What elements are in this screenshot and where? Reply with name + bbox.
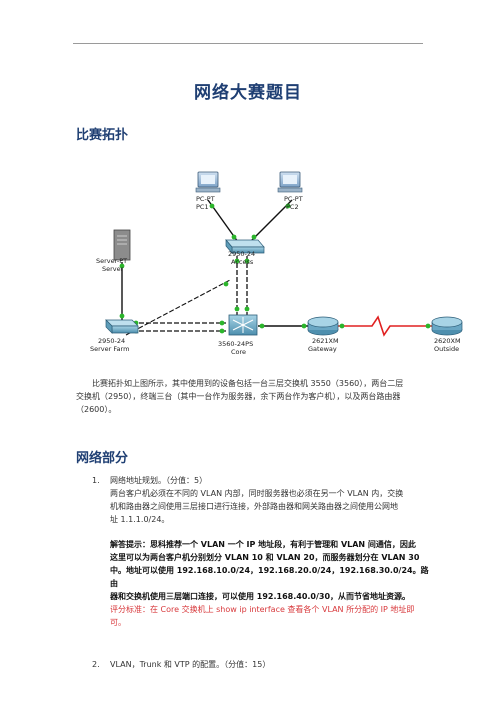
access-type-label: 2950-24 xyxy=(228,250,255,258)
outside-type-label: 2620XM xyxy=(434,337,461,345)
header-rule xyxy=(73,43,423,44)
core-type-label: 3560-24PS xyxy=(218,340,253,348)
pc1-type-label: PC-PT xyxy=(196,195,215,203)
q1-title: 网络地址规划。（分值：5） xyxy=(110,476,208,485)
link-access-core xyxy=(236,256,248,315)
q2-title: VLAN，Trunk 和 VTP 的配置。（分值：15） xyxy=(110,660,271,669)
pc2-icon xyxy=(277,171,303,193)
link-gateway-outside xyxy=(338,315,432,337)
pc1-name-label: PC1 xyxy=(196,203,209,211)
server-type-label: Server-PT xyxy=(96,257,127,265)
core-switch-icon xyxy=(228,314,258,336)
outside-name-label: Outside xyxy=(434,345,459,353)
q1-number: 1. xyxy=(92,476,100,485)
section-heading-topology: 比赛拓扑 xyxy=(76,128,129,143)
q2-number: 2. xyxy=(92,660,100,669)
gateway-name-label: Gateway xyxy=(308,345,337,353)
gateway-type-label: 2621XM xyxy=(312,337,339,345)
topology-desc-line: （2600）。 xyxy=(76,405,117,414)
section-heading-network: 网络部分 xyxy=(76,451,129,466)
doc-title: 网络大赛题目 xyxy=(194,83,302,103)
serverfarm-switch-icon xyxy=(105,319,139,334)
link-status-dots xyxy=(119,203,431,334)
link-pc2-access xyxy=(249,199,293,243)
gateway-router-icon xyxy=(307,316,339,336)
topology-description: 比赛拓扑如上图所示，其中使用到的设备包括一台三层交换机 3550（3560），两… xyxy=(76,377,422,416)
q1-answer-line: 中。地址可以使用 192.168.10.0/24，192.168.20.0/24… xyxy=(110,566,429,588)
topology-desc-line: 交换机（2950），终端三台（其中一台作为服务器，余下两台作为客户机），以及两台… xyxy=(76,392,401,401)
pc1-icon xyxy=(195,171,221,193)
pc2-type-label: PC-PT xyxy=(284,195,303,203)
serverfarm-name-label: Server Farm xyxy=(90,345,129,353)
access-switch-icon xyxy=(225,239,265,254)
q1-line: 址 1.1.1.0/24。 xyxy=(110,515,170,524)
q1-line: 机和路由器之间使用三层接口进行连接，外部路由器和网关路由器之间使用公网地 xyxy=(110,502,398,511)
pc2-name-label: PC2 xyxy=(286,203,299,211)
server-icon xyxy=(113,229,131,261)
server-name-label: Server xyxy=(102,265,124,273)
q1-answer-line: 解答提示：思科推荐一个 VLAN 一个 IP 地址段，有利于管理和 VLAN 间… xyxy=(110,540,416,549)
q1-answer-line: 这里可以为两台客户机分别划分 VLAN 10 和 VLAN 20，而服务器划分在… xyxy=(110,553,420,562)
core-name-label: Core xyxy=(231,348,246,356)
q1-line: 两台客户机必须在不同的 VLAN 内部，同时服务器也必须在另一个 VLAN 内，… xyxy=(110,489,404,498)
topology-diagram: PC-PT PC1 PC-PT PC2 2950-24 Access Serve… xyxy=(90,171,463,356)
q1-grading: 评分标准：在 Core 交换机上 show ip interface 查看各个 … xyxy=(110,605,415,627)
q1-answer-line: 器和交换机使用三层端口连接，可以使用 192.168.40.0/30，从而节省地… xyxy=(110,592,411,601)
q1-block: 网络地址规划。（分值：5） 两台客户机必须在不同的 VLAN 内部，同时服务器也… xyxy=(110,474,430,629)
topology-desc-line: 比赛拓扑如上图所示，其中使用到的设备包括一台三层交换机 3550（3560），两… xyxy=(92,379,404,388)
link-serverfarm-core xyxy=(125,279,231,336)
access-name-label: Access xyxy=(231,258,254,266)
serverfarm-type-label: 2950-24 xyxy=(98,337,125,345)
outside-router-icon xyxy=(431,316,463,336)
